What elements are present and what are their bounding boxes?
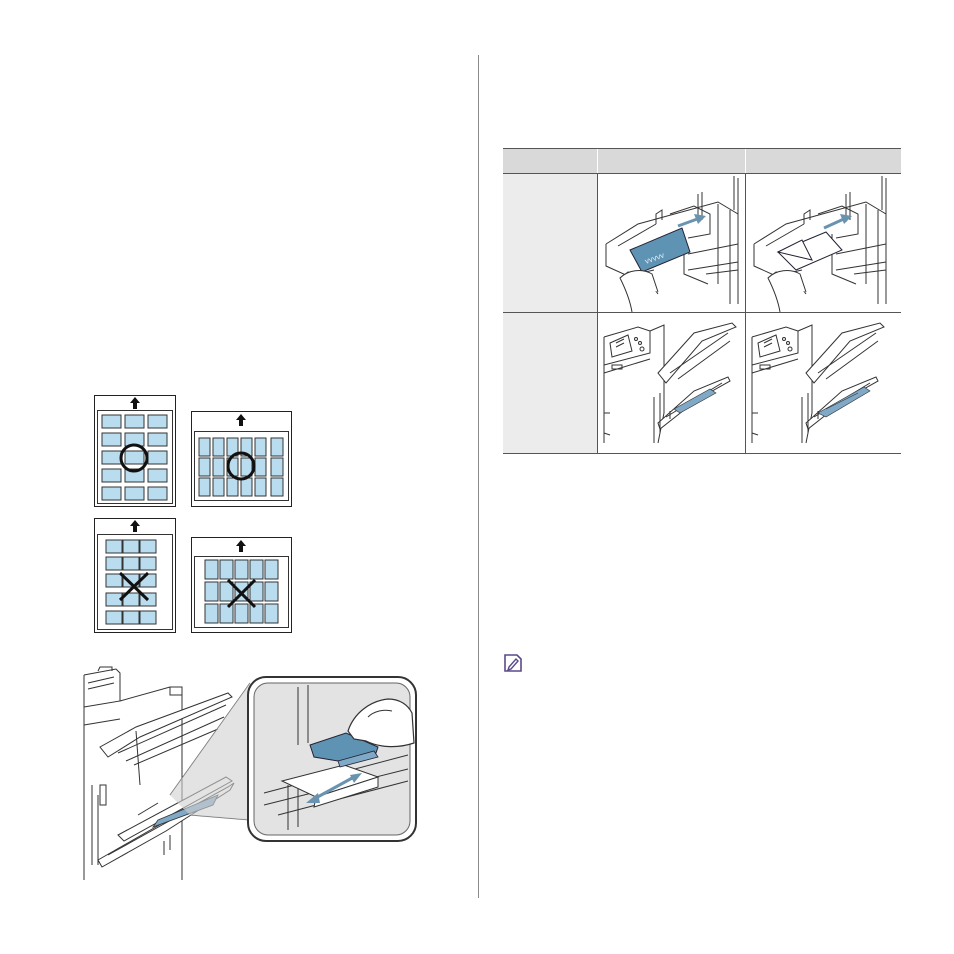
table-cell: VVVVV — [597, 174, 746, 312]
table-header-cell — [597, 149, 746, 173]
mp-tray-guide-illustration — [78, 665, 423, 880]
tray-envelope-flap-illustration — [746, 174, 902, 312]
mp-tray-open-illustration — [598, 313, 746, 453]
tray-envelope-inserted-illustration: VVVVV — [598, 174, 746, 312]
table-row-label — [503, 313, 597, 453]
table-row-label — [503, 174, 597, 312]
table-row: VVVVV — [503, 174, 901, 313]
column-divider — [478, 55, 479, 898]
table-header-cell — [503, 149, 597, 173]
table-cell — [745, 313, 902, 453]
label-sheet-wrong-columns — [191, 537, 292, 633]
envelope-loading-table: VVVVV — [503, 148, 901, 454]
table-row — [503, 313, 901, 454]
table-cell — [597, 313, 746, 453]
label-sheet-correct-portrait — [94, 395, 176, 507]
label-sheet-wrong-portrait — [94, 518, 176, 633]
mp-tray-loaded-illustration — [746, 313, 902, 453]
table-cell — [745, 174, 902, 312]
table-header-cell — [745, 149, 902, 173]
note-pencil-icon — [503, 653, 523, 673]
label-sheet-correct-columns — [191, 411, 292, 507]
table-header-row — [503, 148, 901, 174]
